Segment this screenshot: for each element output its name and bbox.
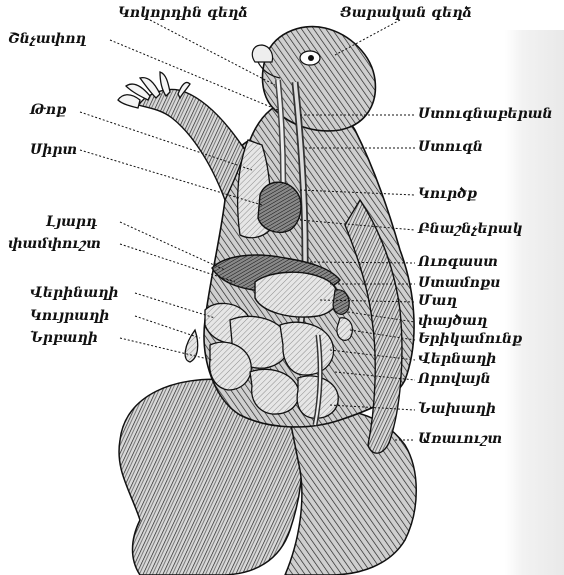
label-right-7: Մաղ [418, 294, 457, 308]
label-right-12: Նախաղի [418, 402, 496, 416]
label-right-6: Ստամոքս [418, 276, 500, 290]
label-trachea: Շնչափող [8, 32, 86, 46]
label-cecum: Կույրաղի [30, 309, 109, 323]
kidney [337, 318, 352, 341]
label-heart: Սիրտ [30, 143, 77, 157]
label-duodenum: Վերինաղի [30, 286, 119, 300]
label-right-4: Բնաշնչերակ [418, 222, 523, 236]
label-right-5: Ուռգաստ [418, 255, 498, 269]
label-right-3: Կուրծք [418, 187, 477, 201]
label-top-left: Կոկորդին գեղձ [118, 6, 248, 20]
label-right-9: Երիկամունք [418, 332, 522, 346]
label-right-2: Ստուգն [418, 140, 483, 154]
label-top-right: Ցարական գեղձ [340, 6, 472, 20]
label-lung: Թոք [30, 103, 66, 117]
label-small-intestine: Նրբաղի [30, 331, 98, 345]
label-gallbladder: փամփուշտ [8, 237, 101, 251]
heart [258, 182, 301, 232]
label-right-8: փայծաղ [418, 314, 487, 328]
label-right-1: Ստուգնաբերան [418, 107, 553, 121]
label-right-11: Որովայն [418, 372, 491, 386]
label-right-13: Առաւուշտ [418, 432, 502, 446]
label-liver: Լյարդ [46, 215, 97, 229]
label-right-10: Վերնաղի [418, 352, 496, 366]
